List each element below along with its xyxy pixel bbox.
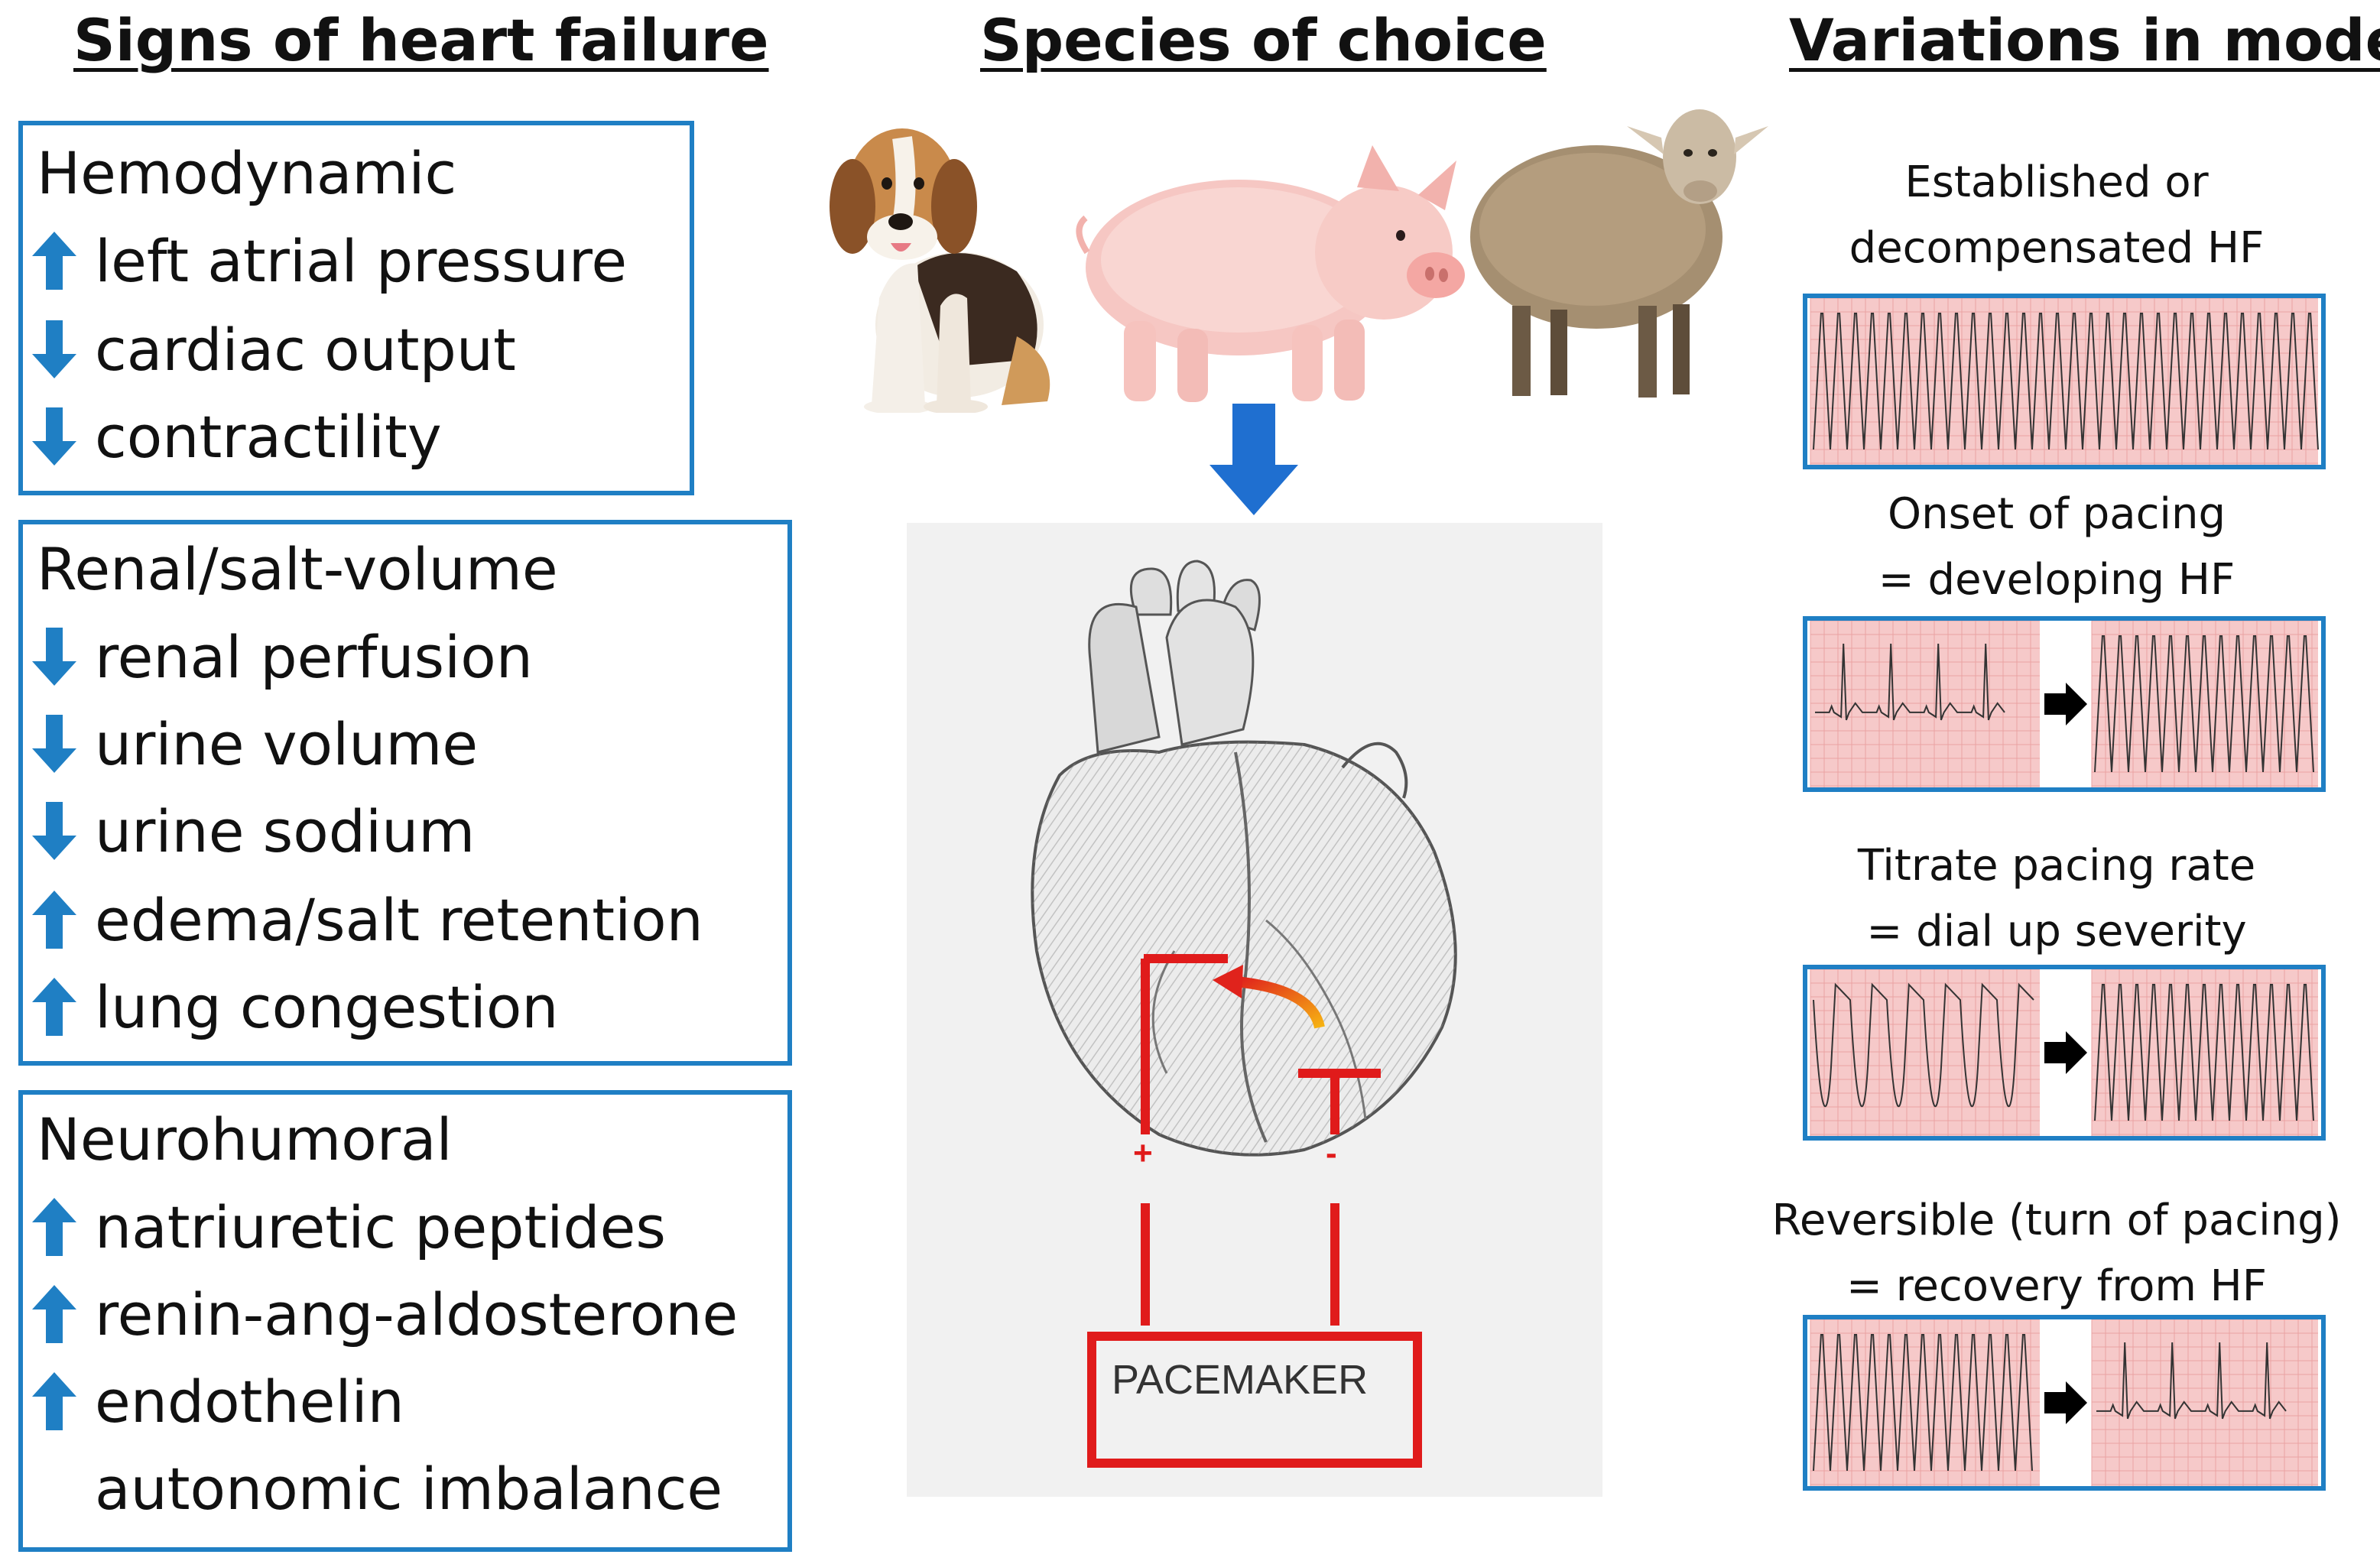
variation-caption-line: Reversible (turn of pacing) xyxy=(1771,1196,2342,1245)
hemodynamic-heading: Hemodynamic xyxy=(37,139,457,207)
up-arrow-icon xyxy=(31,1284,78,1345)
sign-item: autonomic imbalance xyxy=(31,1454,722,1523)
ecg-trace xyxy=(1810,621,2318,787)
hemodynamic-box: Hemodynamic left atrial pressure cardiac… xyxy=(18,121,694,495)
variation-caption-line: Onset of pacing xyxy=(1888,489,2226,539)
pacemaker-label: PACEMAKER xyxy=(1112,1357,1369,1403)
down-arrow-icon xyxy=(31,319,78,380)
right-arrow-icon xyxy=(2044,1381,2087,1424)
variation-caption: Established or decompensated HF xyxy=(1797,150,2317,281)
neurohumoral-heading: Neurohumoral xyxy=(37,1105,453,1173)
variation-caption-line: Established or xyxy=(1904,157,2209,207)
up-arrow-icon xyxy=(31,976,78,1037)
up-arrow-icon xyxy=(31,889,78,950)
sign-text: renal perfusion xyxy=(95,622,533,691)
down-arrow-icon xyxy=(1209,404,1298,515)
no-arrow-spacer xyxy=(31,1458,78,1519)
down-arrow-icon xyxy=(31,713,78,774)
ecg-waveform xyxy=(1813,313,2319,450)
ecg-trace xyxy=(1810,298,2319,465)
up-arrow-icon xyxy=(31,1371,78,1432)
ecg-waveform xyxy=(1815,643,2005,721)
variation-caption: Reversible (turn of pacing) = recovery f… xyxy=(1758,1188,2355,1319)
ecg-trace xyxy=(1810,969,2318,1136)
ecg-waveform xyxy=(2096,1342,2287,1420)
sign-item: renal perfusion xyxy=(31,622,533,691)
sign-item: urine sodium xyxy=(31,797,475,865)
heart-illustration xyxy=(1031,560,1457,1468)
variation-caption-line: = developing HF xyxy=(1878,555,2236,605)
ecg-established-hf xyxy=(1803,294,2326,469)
sign-item: renin-ang-aldosterone xyxy=(31,1280,738,1348)
minus-electrode-label: - xyxy=(1326,1134,1337,1172)
sign-item: lung congestion xyxy=(31,972,558,1041)
neurohumoral-box: Neurohumoral natriuretic peptides renin-… xyxy=(18,1090,792,1552)
down-arrow-icon xyxy=(31,406,78,467)
sign-text: contractility xyxy=(95,402,442,471)
pig-illustration xyxy=(1076,145,1465,402)
down-arrow-icon xyxy=(31,800,78,862)
sign-item: cardiac output xyxy=(31,315,516,384)
sign-text: renin-ang-aldosterone xyxy=(95,1280,739,1348)
sign-item: edema/salt retention xyxy=(31,885,703,954)
sign-text: cardiac output xyxy=(95,315,516,384)
up-arrow-icon xyxy=(31,1196,78,1258)
ecg-waveform xyxy=(1813,1334,2033,1472)
right-arrow-icon xyxy=(2044,1031,2087,1074)
sign-item: left atrial pressure xyxy=(31,226,627,295)
sign-item: endothelin xyxy=(31,1367,404,1436)
variation-caption: Titrate pacing rate = dial up severity xyxy=(1797,833,2317,965)
dog-illustration xyxy=(830,128,1050,413)
signs-column-title: Signs of heart failure xyxy=(73,6,769,74)
ecg-recovery xyxy=(1803,1315,2326,1491)
heart-pacing-panel: + - PACEMAKER xyxy=(907,523,1602,1497)
sign-item: urine volume xyxy=(31,709,478,778)
right-arrow-icon xyxy=(2044,683,2087,725)
sign-text: left atrial pressure xyxy=(95,226,628,295)
ecg-grid-background xyxy=(1810,621,2040,787)
sheep-illustration xyxy=(1470,109,1768,398)
variation-caption-line: = dial up severity xyxy=(1866,907,2247,956)
sign-item: contractility xyxy=(31,402,442,471)
ecg-waveform xyxy=(1813,982,2034,1108)
up-arrow-icon xyxy=(31,230,78,291)
ecg-waveform xyxy=(2094,984,2314,1121)
species-column-title: Species of choice xyxy=(980,6,1547,74)
variation-caption: Onset of pacing = developing HF xyxy=(1797,482,2317,613)
renal-heading: Renal/salt-volume xyxy=(37,535,558,603)
sign-item: natriuretic peptides xyxy=(31,1193,666,1261)
variations-column-title: Variations in model xyxy=(1789,6,2380,74)
renal-box: Renal/salt-volume renal perfusion urine … xyxy=(18,520,792,1066)
sign-text: autonomic imbalance xyxy=(95,1454,723,1523)
sign-text: natriuretic peptides xyxy=(95,1193,667,1261)
ecg-grid-background xyxy=(1810,298,2318,465)
variation-caption-line: Titrate pacing rate xyxy=(1857,841,2256,891)
sign-text: urine sodium xyxy=(95,797,476,865)
plus-electrode-label: + xyxy=(1133,1134,1153,1172)
sign-text: lung congestion xyxy=(95,972,559,1041)
sign-text: urine volume xyxy=(95,709,479,778)
sign-text: endothelin xyxy=(95,1367,404,1436)
down-arrow-icon xyxy=(31,626,78,687)
ecg-trace xyxy=(1810,1319,2318,1486)
variation-caption-line: = recovery from HF xyxy=(1846,1261,2268,1311)
ecg-dial-severity xyxy=(1803,965,2326,1141)
variation-caption-line: decompensated HF xyxy=(1849,223,2265,273)
sign-text: edema/salt retention xyxy=(95,885,703,954)
ecg-developing-hf xyxy=(1803,616,2326,792)
ecg-waveform xyxy=(2094,635,2314,773)
